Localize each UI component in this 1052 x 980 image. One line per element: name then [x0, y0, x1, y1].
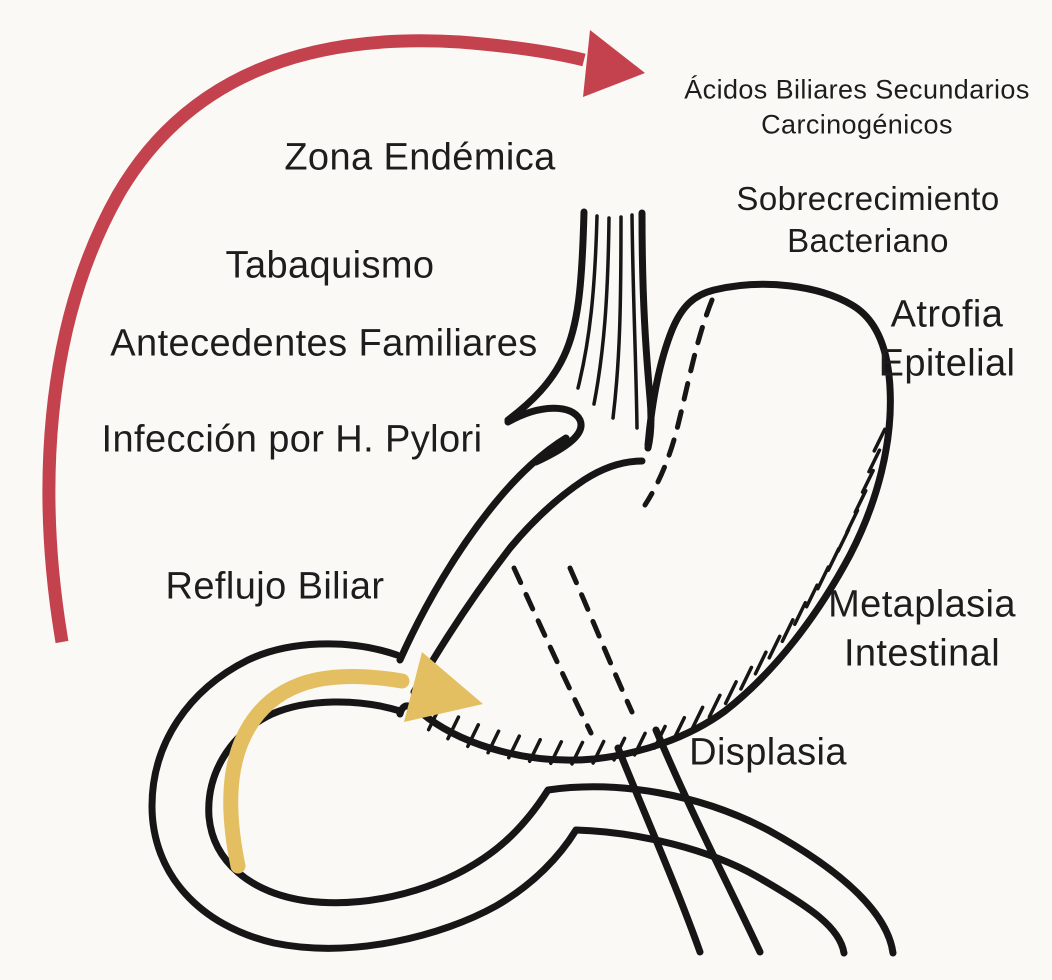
label-displasia: Displasia [689, 731, 847, 774]
progression-arrow-icon [42, 30, 645, 644]
label-metaplasia-line1: Metaplasia [828, 583, 1016, 626]
label-sobrecrecimiento-bacteriano: Sobrecrecimiento Bacteriano [736, 178, 999, 262]
label-atrofia-epitelial: Atrofia Epitelial [879, 290, 1016, 387]
stomach-body-drawing [396, 280, 894, 766]
label-acidos-biliares: Ácidos Biliares Secundarios Carcinogénic… [684, 72, 1029, 141]
label-antecedentes-familiares: Antecedentes Familiares [110, 322, 538, 365]
label-reflujo-biliar: Reflujo Biliar [165, 565, 385, 608]
bowel-loops-drawing [148, 640, 897, 957]
label-sobrecrecimiento-line1: Sobrecrecimiento [736, 179, 1000, 217]
label-acidos-line2: Carcinogénicos [761, 109, 953, 139]
label-metaplasia-line2: Intestinal [843, 632, 1001, 674]
mucosa-hatching [426, 427, 887, 766]
label-infeccion-h-pylori: Infección por H. Pylori [101, 418, 483, 461]
label-atrofia-line1: Atrofia [890, 293, 1004, 336]
bile-reflux-arrow-icon [223, 652, 483, 874]
label-acidos-line1: Ácidos Biliares Secundarios [684, 74, 1030, 105]
label-zona-endemica: Zona Endémica [284, 136, 556, 179]
label-metaplasia-intestinal: Metaplasia Intestinal [828, 580, 1016, 677]
label-tabaquismo: Tabaquismo [225, 244, 435, 287]
label-sobrecrecimiento-line2: Bacteriano [787, 222, 949, 259]
label-atrofia-line2: Epitelial [878, 342, 1016, 384]
